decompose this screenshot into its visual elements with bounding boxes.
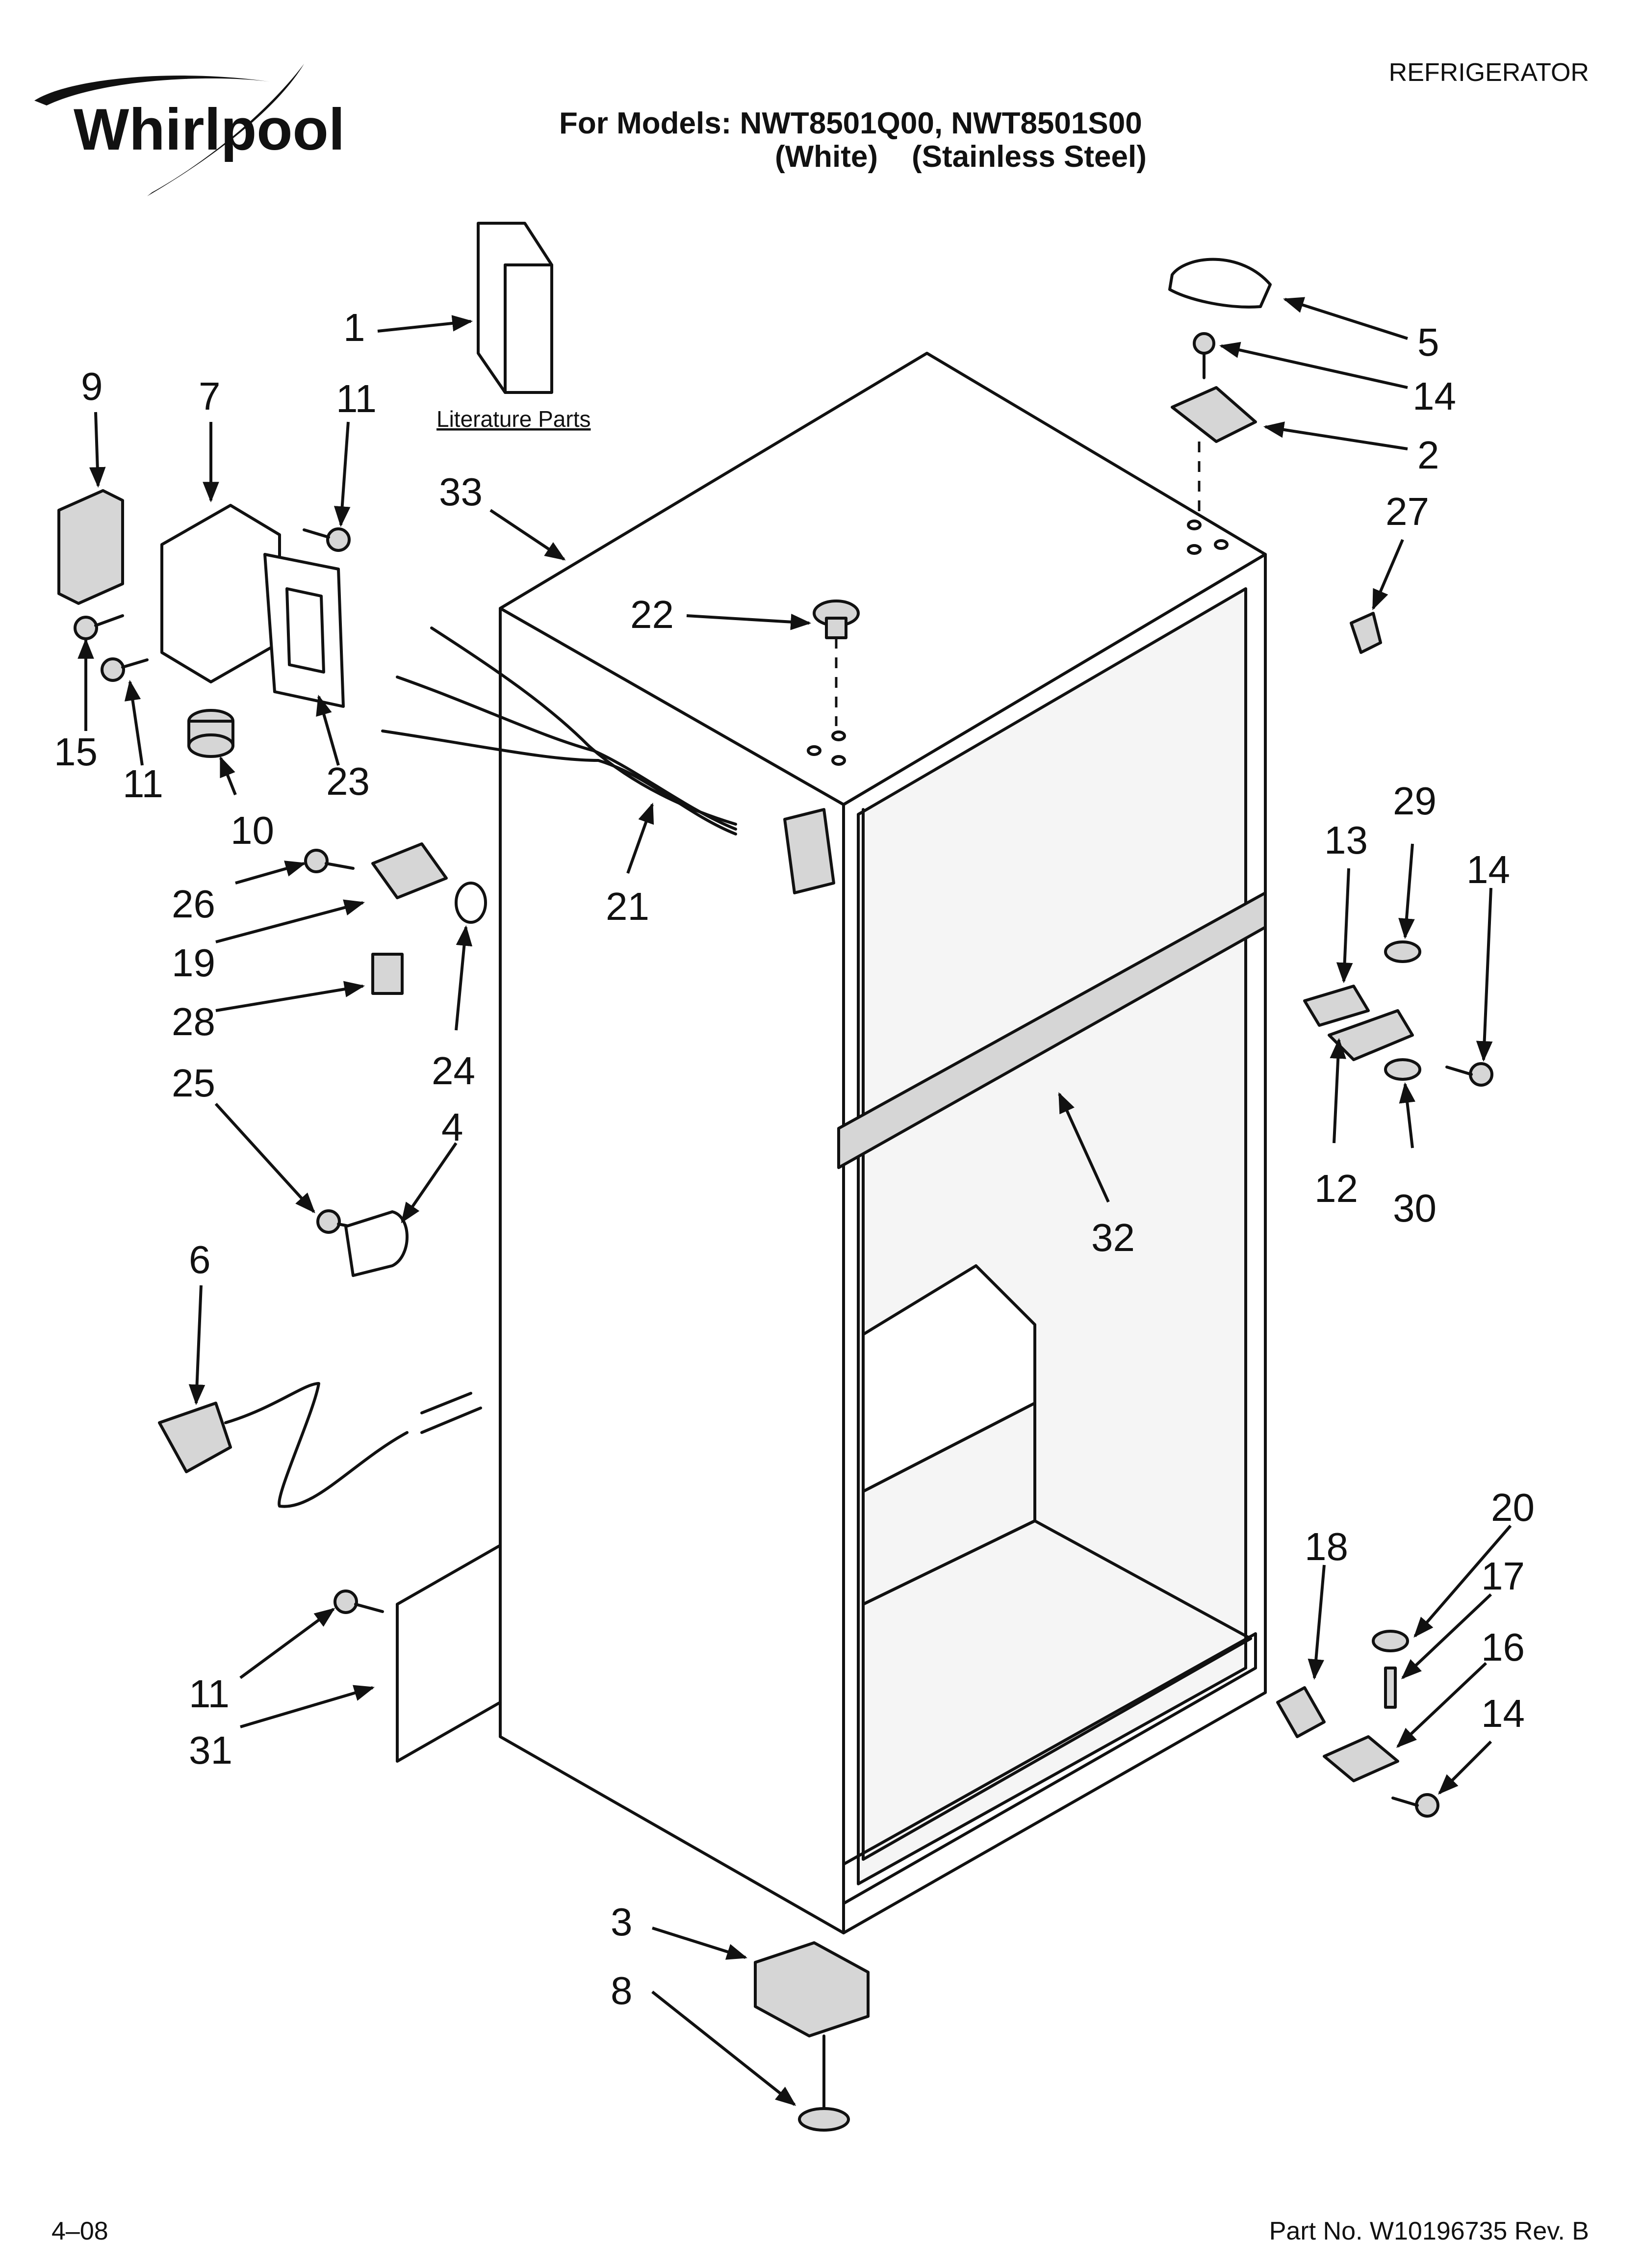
power-cord	[158, 1382, 482, 1508]
date-code: 4–08	[51, 2217, 108, 2245]
door-stop	[1350, 612, 1382, 654]
brand-wordmark: Whirlpool	[74, 97, 345, 162]
callout-31: 31	[189, 1728, 232, 1772]
callout-17: 17	[1481, 1554, 1525, 1598]
screw-26	[304, 849, 355, 873]
relay	[57, 489, 124, 605]
cord-clamp	[344, 1210, 409, 1277]
callout-10: 10	[231, 808, 274, 852]
screw-14-bottom	[1391, 1793, 1439, 1818]
hinge-screw-top	[1193, 332, 1215, 379]
callout-6: 6	[189, 1238, 211, 1281]
callout-33: 33	[439, 470, 483, 514]
models-title: For Models: NWT8501Q00, NWT8501S00	[559, 106, 1142, 140]
leader-lines	[77, 297, 1512, 2106]
callout-30: 30	[1393, 1186, 1437, 1230]
bottom-hinge	[1323, 1735, 1399, 1782]
roller-bracket	[371, 842, 448, 899]
callout-15: 15	[54, 730, 98, 774]
screw-11-upper	[303, 527, 351, 552]
callout-numbers: 1 5 14 2 27 9 7 11 33 22 15 11 10 23 21 …	[54, 306, 1535, 2012]
callout-14-top: 14	[1412, 374, 1456, 418]
washer-29	[1384, 940, 1421, 963]
hole-plug	[813, 600, 860, 726]
roller-wheel	[455, 882, 487, 924]
screw-15	[74, 614, 124, 640]
rear-access-cover	[396, 1544, 502, 1763]
callout-27: 27	[1385, 490, 1429, 533]
bottom-hinge-spacer	[1276, 1686, 1326, 1738]
cabinet-shell	[499, 352, 1267, 1934]
literature-caption: Literature Parts	[436, 406, 590, 432]
literature-manual	[477, 222, 553, 394]
hinge-pin-17	[1384, 1667, 1397, 1709]
callout-9: 9	[81, 365, 103, 408]
front-roller	[754, 1941, 870, 2037]
callout-14-center: 14	[1466, 848, 1510, 891]
callout-13: 13	[1324, 818, 1368, 862]
screw-11-lower	[101, 657, 149, 682]
washer-20	[1372, 1630, 1409, 1652]
callout-32: 32	[1091, 1216, 1135, 1259]
callout-1: 1	[343, 306, 365, 349]
center-hinge-plate	[1303, 985, 1370, 1027]
category-label: REFRIGERATOR	[1389, 58, 1589, 87]
callout-5: 5	[1417, 320, 1439, 364]
start-device-box	[160, 504, 281, 683]
callout-20: 20	[1491, 1486, 1535, 1529]
wire-harness	[381, 626, 835, 894]
callout-16: 16	[1481, 1625, 1525, 1669]
callout-29: 29	[1393, 779, 1437, 823]
callout-2: 2	[1417, 433, 1439, 477]
spacer	[371, 953, 404, 995]
callout-25: 25	[172, 1061, 215, 1105]
callout-12: 12	[1314, 1167, 1358, 1210]
callout-24: 24	[432, 1049, 475, 1093]
callout-22: 22	[630, 593, 674, 636]
hinge-cover	[1168, 258, 1272, 309]
callout-11-upper: 11	[336, 377, 377, 420]
whirlpool-logo: Whirlpool	[34, 64, 345, 196]
callout-8: 8	[611, 1969, 633, 2012]
screw-11-rear	[334, 1590, 384, 1614]
callout-23: 23	[326, 759, 370, 803]
leveling-leg	[798, 2034, 850, 2132]
callout-4: 4	[441, 1105, 463, 1149]
callout-19: 19	[172, 941, 215, 985]
grommet	[187, 709, 234, 758]
callout-7: 7	[199, 374, 221, 418]
callout-21: 21	[606, 885, 649, 928]
screw-14-center	[1445, 1062, 1493, 1087]
top-holes	[807, 520, 1229, 766]
models-variants: (White) (Stainless Steel)	[775, 140, 1147, 174]
callout-18: 18	[1305, 1525, 1348, 1568]
callout-11-rear: 11	[189, 1672, 230, 1716]
callout-14-bottom: 14	[1481, 1692, 1525, 1735]
washer-30	[1384, 1058, 1421, 1081]
callout-26: 26	[172, 882, 215, 926]
top-hinge	[1171, 386, 1257, 443]
part-number: Part No. W10196735 Rev. B	[1269, 2217, 1589, 2245]
callout-28: 28	[172, 1000, 215, 1043]
callout-11-lower: 11	[123, 762, 163, 806]
callout-3: 3	[611, 1900, 633, 1944]
